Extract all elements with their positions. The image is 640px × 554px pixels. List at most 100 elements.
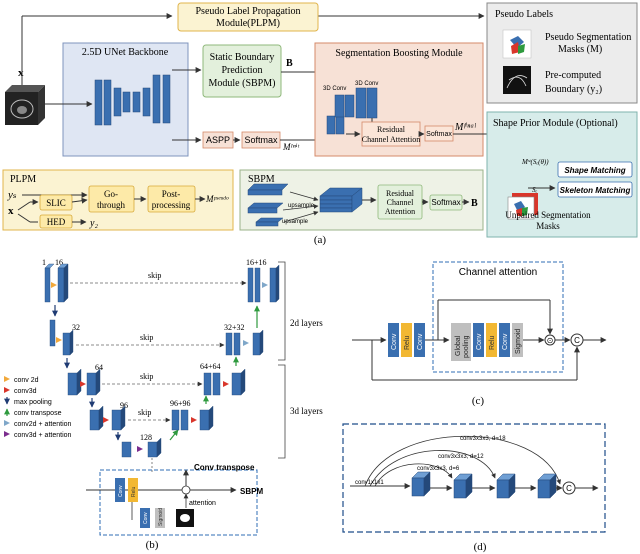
legend-convt-label: conv transpose [14,410,62,417]
skeleton-matching-label: Skeleton Matching [560,186,631,195]
skip-label-2: skip [140,333,153,342]
enc-block-4 [89,405,126,431]
sbpm-slabs [247,183,289,227]
hed-label: HED [47,217,66,227]
go-label-1: Go- [104,189,118,199]
n64-label: 64 [95,363,103,372]
x2-label: x [8,205,14,217]
conv3d-marker-4 [103,417,109,423]
caption-a: (a) [314,234,327,246]
post-label-2: processing [152,200,191,210]
conv3d-attn-marker [137,446,143,452]
n96-96-label: 96+96 [170,399,191,408]
conv2d-attn-marker-d2 [243,340,249,346]
shape-matching-label: Shape Matching [564,166,625,175]
unet-blocks [94,74,171,126]
c-relu1 [401,323,412,357]
plpm-title: PLPM [10,174,36,185]
c-conv2-label: Conv [417,333,424,350]
c-conv1-label: Conv [391,333,398,350]
attn-map-spot [180,514,190,522]
backbone-title: 2.5D UNet Backbone [82,47,169,58]
skip-label-4: skip [138,408,151,417]
n32-label: 32 [72,323,80,332]
slab2-arrow [282,204,319,211]
bracket-2d [278,261,286,361]
c-relu2-label: Relu [489,335,496,350]
c-sigmoid [512,323,523,357]
dec-block-2 [225,329,264,356]
sbpm-stack [319,187,363,213]
slab3-arrow [283,210,319,223]
slab1-arrow [289,191,319,202]
conv2d-marker-2 [56,337,62,343]
n128-label: 128 [140,433,152,442]
pseudo-mask-icon [502,29,532,59]
precomp-label-1: Pre-computed [545,70,601,81]
attn-conv-a-label: Conv [118,485,124,497]
sbpm-label-3: Module (SBPM) [209,78,276,89]
c-relu1-label: Relu [404,335,411,350]
softmax3-label: Softmax [431,198,460,207]
upsample-label-1: upsample [288,203,315,209]
plpm-top-label-1: Pseudo Label Propagation [196,6,301,17]
m-st-label: Mˢᵗ(Sₑ(θ)) [521,158,549,166]
d-arc-d6 [374,463,453,487]
pseudo-seg-label-1: Pseudo Segmentation [545,32,631,43]
panel-c: Channel attention Conv Relu Conv Global … [352,261,607,407]
d-concat-symbol: C [566,484,572,493]
dec-block-3 [203,368,246,396]
slic-box [39,194,73,211]
d-1x1-label: conv1x1x1 [355,480,384,486]
attn-conv-a [115,478,125,502]
shape-prior-title: Shape Prior Module (Optional) [493,118,618,129]
rca2-label-1: Residual [386,189,415,198]
boundary-icon [503,66,531,94]
plpm-top-label-2: Module(PLPM) [216,18,280,29]
attn-dot-op [181,485,191,495]
m-pseudo-label: Mᵖˢᵉᵘᵈᵒ [205,194,229,204]
pseudo-seg-label-2: Masks (M) [558,44,602,55]
c-conv4 [499,323,510,357]
c-global-pooling [451,323,471,361]
pseudo-labels-title: Pseudo Labels [495,9,553,20]
attn-sigmoid-label: Sigmoid [158,508,164,526]
c-conv1 [388,323,399,357]
d-d6-label: conv3x3x3, d=6 [417,466,460,472]
conv3d-marker-d4 [191,417,197,423]
conv3d-b-label: 3D Conv [355,81,378,87]
shape-matching-box [557,161,633,178]
skeleton-matching-box [557,181,633,198]
legend-conv3d-attn-label: conv3d + attention [14,432,72,439]
post-label-1: Post- [162,189,181,199]
c-conv3-label: Conv [476,333,483,350]
c-conv4-label: Conv [502,333,509,350]
slic-to-go [71,197,88,204]
c-conv2 [414,323,425,357]
m-final-label: Mᶠⁱⁿᵃˡ [454,122,476,133]
enc-block-2 [49,319,74,356]
m-init-label: Mᴵⁿⁱᵗ [282,142,299,152]
sbpm-label-1: Static Boundary [210,52,275,63]
panel-d: conv3x3x3, d=18 conv3x3x3, d=12 conv3x3x… [342,423,606,553]
go-label-2: through [97,200,125,210]
conv-transpose-label: Conv transpose [194,463,255,472]
c-gp-label-1: Global [455,335,462,356]
caption-c: (c) [472,395,485,407]
c-concat-symbol: C [574,336,580,345]
attn-relu [128,478,138,502]
legend-conv2d-swatch [4,376,10,382]
skip-label-1: skip [148,271,161,280]
n32-32-label: 32+32 [224,323,245,332]
n16-16-label: 16+16 [246,258,267,267]
bottleneck-block [121,437,162,458]
attn-relu-label: Relu [131,486,137,497]
legend-maxpool-label: max pooling [14,399,52,406]
conv2d-attn-marker-d1 [262,282,268,288]
rca2-label-2: Channel [387,198,414,207]
unpaired-mask-stack-icon [507,193,538,220]
legend-conv3d-label: conv3d [14,388,37,395]
c-relu2 [486,323,497,357]
caption-b: (b) [146,539,159,551]
